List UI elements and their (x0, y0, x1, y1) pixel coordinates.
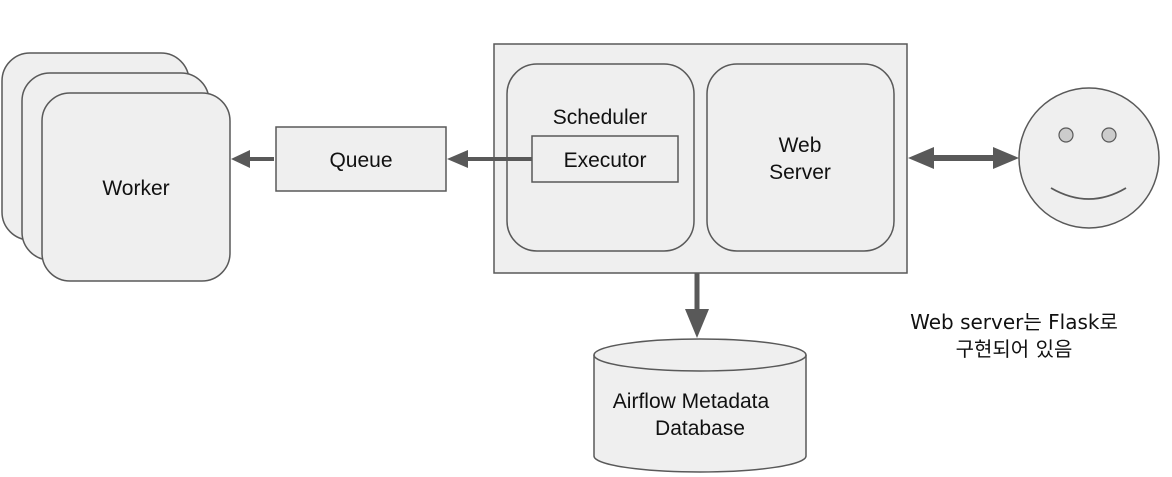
note-line1: Web server는 Flask로 (910, 310, 1118, 334)
worker-label: Worker (102, 177, 169, 200)
arrow-core-to-database (685, 273, 709, 338)
queue-rect (275, 126, 447, 192)
smiley-left-eye (1058, 127, 1074, 143)
note-line2: 구현되어 있음 (956, 337, 1073, 361)
metadata-database-icon: Airflow Metadata Database (593, 338, 807, 473)
web-server-label-line1: Web (779, 134, 822, 157)
database-label-line1: Airflow Metadata (613, 390, 770, 413)
web-server-rect (706, 63, 895, 252)
database-top (593, 338, 807, 372)
executor-rect (531, 135, 679, 183)
worker-card-front (41, 92, 231, 282)
worker-stack: Worker (1, 52, 231, 282)
scheduler-label: Scheduler (553, 106, 648, 129)
smiley-face (1018, 87, 1160, 229)
database-body (593, 355, 807, 473)
web-server-box: Web Server (706, 63, 895, 252)
queue-box: Queue (275, 126, 447, 192)
arrow-queue-to-worker (231, 150, 274, 168)
smiley-mouth (1050, 187, 1127, 200)
airflow-core-container: Scheduler Executor Web Server (493, 43, 908, 274)
arrow-webserver-user (908, 147, 1019, 169)
flask-note: Web server는 Flask로 구현되어 있음 (910, 310, 1118, 361)
web-server-label-line2: Server (769, 161, 831, 184)
executor-label: Executor (564, 149, 647, 172)
scheduler-box: Scheduler Executor (506, 63, 695, 252)
arrow-executor-to-queue (447, 150, 532, 168)
smiley-right-eye (1101, 127, 1117, 143)
queue-label: Queue (329, 149, 392, 172)
database-label-line2: Database (655, 417, 745, 440)
user-smiley-icon (1018, 87, 1160, 229)
